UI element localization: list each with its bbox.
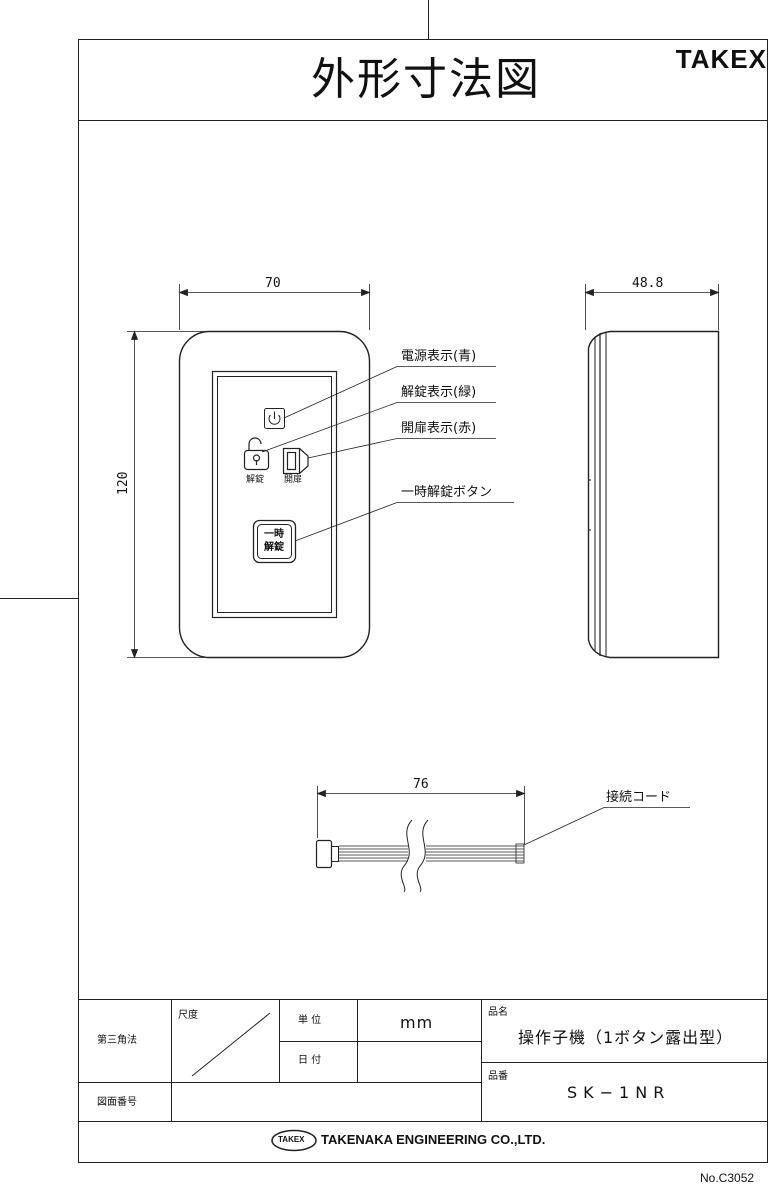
- scale-label: 尺度: [178, 1010, 198, 1021]
- scale-slash: [191, 1012, 271, 1077]
- dim-front-width: [178, 284, 371, 330]
- panel-door-label: 開扉: [284, 475, 303, 485]
- company-logo-oval: [271, 1129, 317, 1152]
- button-label-line2: 解錠: [264, 542, 284, 553]
- cord-leader: [523, 807, 690, 846]
- drawing-title: 外形寸法図: [311, 54, 541, 105]
- callout-unlock-indicator: 解錠表示(緑): [401, 385, 477, 400]
- callout-door-indicator: 開扉表示(赤): [401, 421, 477, 436]
- power-indicator-icon: [264, 408, 285, 429]
- temp-unlock-button-shape: [252, 519, 297, 564]
- company-name: TAKENAKA ENGINEERING CO.,LTD.: [321, 1132, 546, 1147]
- cable-break-marks: [400, 819, 429, 893]
- drawing-border: [78, 39, 768, 1163]
- dim-label-cable-length: 76: [413, 777, 429, 792]
- unit-label: 単 位: [298, 1015, 322, 1026]
- unlock-indicator-icon: [243, 437, 270, 471]
- front-view: [127, 284, 514, 659]
- product-name-value: 操作子機（1ボタン露出型）: [518, 1028, 734, 1047]
- unit-value: mm: [400, 1013, 434, 1032]
- part-number-label: 品番: [488, 1071, 508, 1082]
- callout-connection-cord: 接続コード: [606, 790, 672, 805]
- cable-view: [315, 786, 690, 893]
- button-label-line1: 一時: [264, 529, 284, 540]
- front-body: [178, 330, 371, 659]
- projection-label: 第三角法: [97, 1035, 137, 1046]
- callout-temp-unlock-button: 一時解錠ボタン: [401, 485, 493, 500]
- brand-logo: TAKEX: [675, 44, 767, 74]
- door-indicator-icon: [282, 447, 309, 475]
- dim-label-side-depth: 48.8: [632, 276, 664, 291]
- leader-lines: [261, 366, 514, 542]
- document-number: No.C3052: [700, 1171, 755, 1185]
- title-block-lines: [78, 999, 768, 1122]
- front-panel-outer: [211, 370, 338, 619]
- date-label: 日 付: [298, 1055, 322, 1066]
- cable-connector: [315, 839, 333, 869]
- dim-label-front-width: 70: [265, 276, 281, 291]
- dim-front-height: [127, 330, 208, 659]
- side-body: [587, 330, 720, 659]
- cable-wires: [339, 843, 525, 864]
- side-view: [584, 284, 720, 659]
- callout-power-indicator: 電源表示(青): [401, 349, 477, 364]
- drawing-number-label: 図面番号: [97, 1097, 137, 1108]
- product-name-label: 品名: [488, 1007, 508, 1018]
- part-number-value: SK−1NR: [567, 1083, 671, 1102]
- dim-cable-length: [316, 786, 526, 844]
- dim-label-front-height: 120: [116, 471, 131, 495]
- panel-unlock-label: 解錠: [246, 475, 265, 485]
- dim-side-depth: [584, 284, 720, 330]
- company-logo-text: TAKEX: [278, 1135, 305, 1144]
- front-panel-inner: [217, 376, 332, 613]
